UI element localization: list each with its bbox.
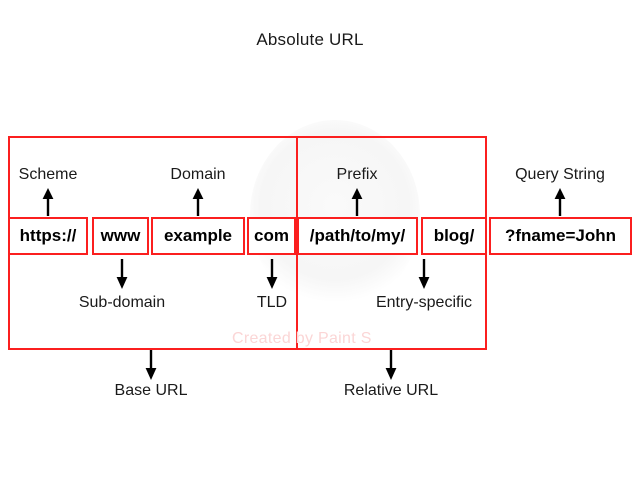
label-query-string: Query String <box>515 166 605 183</box>
arrow-up-scheme <box>41 188 55 216</box>
arrow-up-query-string <box>553 188 567 216</box>
url-token-query[interactable]: ?fname=John <box>489 217 632 255</box>
url-token-scheme[interactable]: https:// <box>8 217 88 255</box>
arrow-down-entry-specific <box>417 259 431 289</box>
arrow-down-base-url <box>144 350 158 380</box>
label-base-url: Base URL <box>114 382 188 399</box>
label-prefix: Prefix <box>336 166 378 183</box>
label-scheme: Scheme <box>18 166 78 183</box>
background-blob <box>250 120 420 310</box>
arrow-up-prefix <box>350 188 364 216</box>
label-relative-url: Relative URL <box>343 382 439 399</box>
arrow-down-relative-url <box>384 350 398 380</box>
url-token-tld[interactable]: com <box>247 217 296 255</box>
watermark-text: Created by Paint S <box>232 330 372 347</box>
label-tld: TLD <box>256 294 288 311</box>
arrow-down-tld <box>265 259 279 289</box>
url-token-subdomain[interactable]: www <box>92 217 149 255</box>
label-domain: Domain <box>170 166 226 183</box>
page-title: Absolute URL <box>256 30 364 49</box>
label-entry-specific: Entry-specific <box>375 294 473 311</box>
arrow-down-sub-domain <box>115 259 129 289</box>
label-sub-domain: Sub-domain <box>78 294 166 311</box>
url-token-entry[interactable]: blog/ <box>421 217 487 255</box>
arrow-up-domain <box>191 188 205 216</box>
url-token-domain[interactable]: example <box>151 217 245 255</box>
url-token-prefix[interactable]: /path/to/my/ <box>297 217 418 255</box>
